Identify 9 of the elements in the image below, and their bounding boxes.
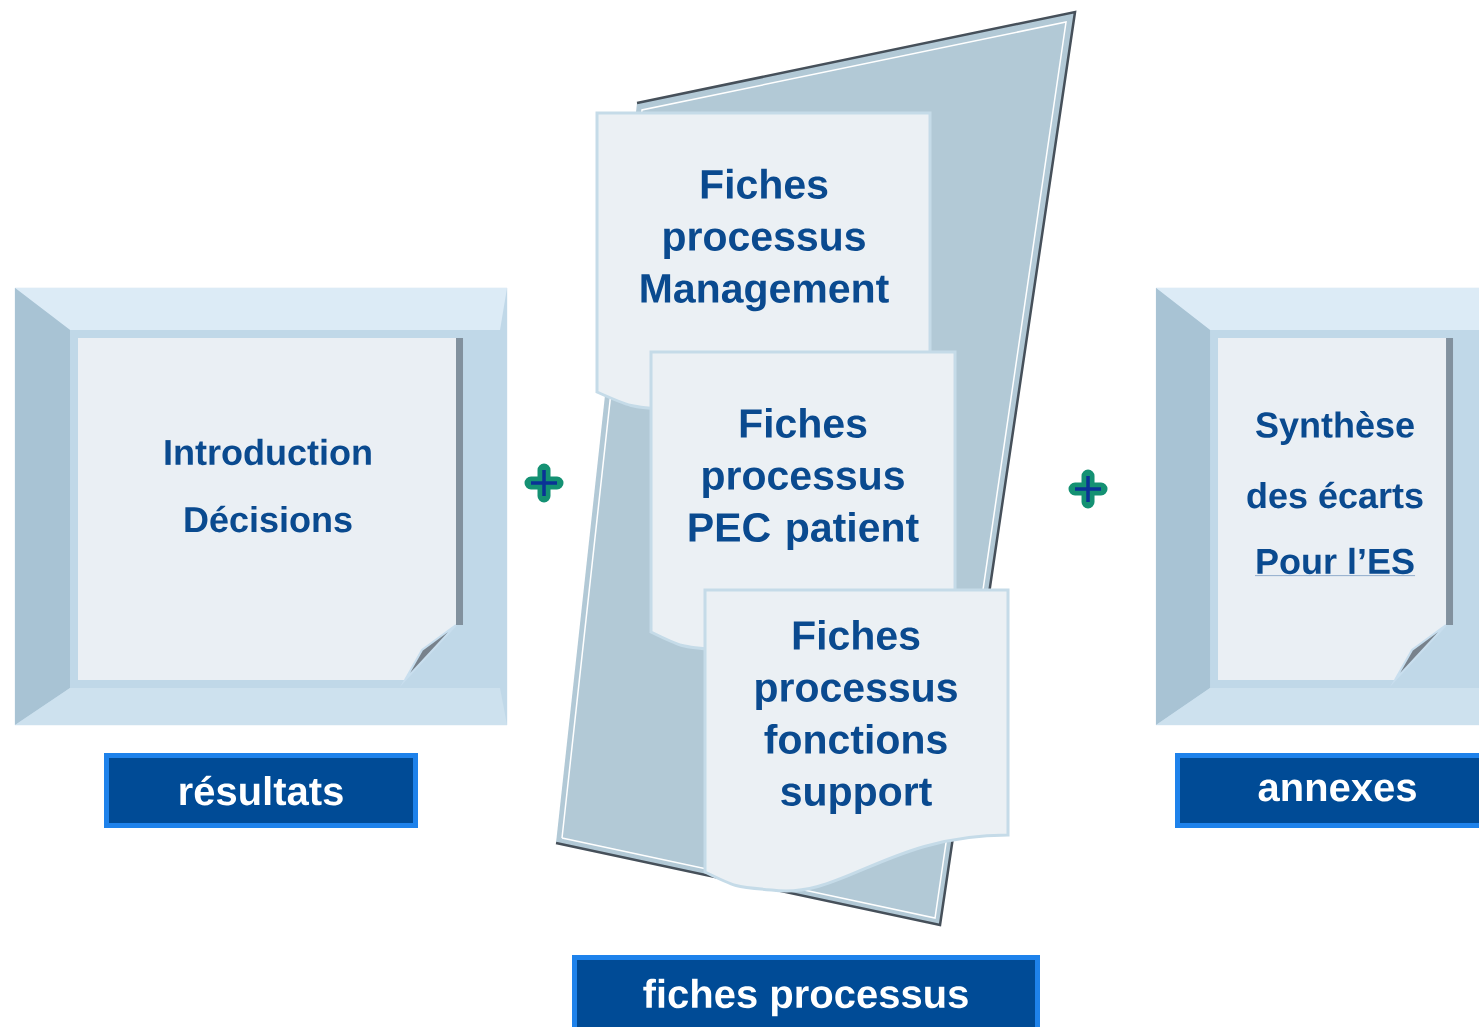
title-bar: fiches processus <box>572 955 1040 1027</box>
page-text: des écarts <box>1247 481 1423 509</box>
page-text: Synthèse <box>1256 411 1414 445</box>
page-text: Introduction <box>165 438 371 466</box>
page-text: Décisions <box>185 505 352 533</box>
page-text: Pour l’ES <box>1254 547 1416 576</box>
title-bar: annexes <box>1175 753 1479 828</box>
title-bar: résultats <box>104 753 418 828</box>
card: Fiches processus fonctions support <box>703 588 1010 893</box>
